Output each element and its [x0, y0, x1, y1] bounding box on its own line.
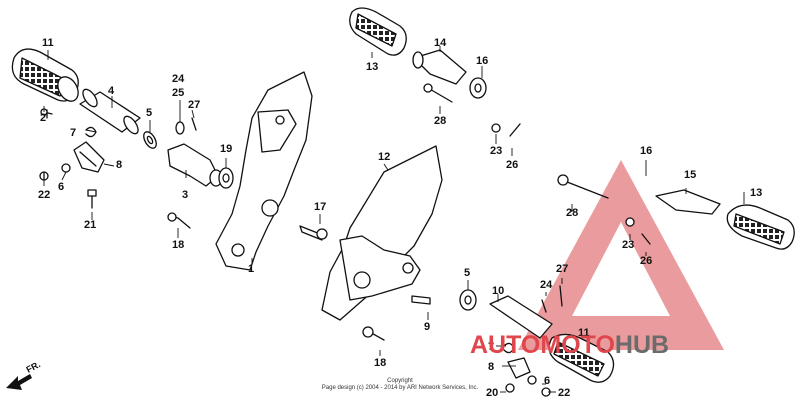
callout-8: 8 — [116, 159, 123, 171]
footpeg-rubber-bottom — [548, 333, 615, 383]
callout-3: 3 — [182, 189, 189, 201]
callout-28-right: 28 — [566, 207, 579, 219]
callout-22-bottom: 22 — [558, 387, 571, 399]
watermark-triangle — [518, 160, 724, 350]
callout-9: 9 — [424, 321, 431, 333]
callout-12: 12 — [378, 151, 391, 163]
callout-23-right: 23 — [622, 239, 635, 251]
callout-23: 23 — [490, 145, 503, 157]
callout-26-right: 26 — [640, 255, 653, 267]
callout-17: 17 — [314, 201, 327, 213]
footer-credit: Page design (c) 2004 - 2014 by ARI Netwo… — [321, 385, 479, 391]
front-direction-arrow — [6, 374, 32, 390]
callout-14: 14 — [434, 37, 447, 49]
callout-4: 4 — [108, 85, 115, 97]
callout-7-bottom: 7 — [488, 341, 495, 353]
callout-6: 6 — [58, 181, 65, 193]
callout-13-right: 13 — [750, 187, 763, 199]
callout-27: 27 — [188, 99, 201, 111]
footpeg-bracket-left — [215, 71, 313, 271]
callout-13: 13 — [366, 61, 379, 73]
watermark-logo-text: AUTOMOTOHUB — [470, 332, 669, 358]
watermark-hub: HUB — [614, 331, 670, 359]
callout-15: 15 — [684, 169, 697, 181]
callout-22: 22 — [38, 189, 51, 201]
callout-19: 19 — [220, 143, 233, 155]
footer-copyright: Copyright — [387, 378, 413, 384]
callout-18-mid: 18 — [374, 357, 387, 369]
callout-7: 7 — [70, 127, 77, 139]
callout-26: 26 — [506, 159, 519, 171]
footpeg-arm-bottom — [489, 295, 553, 339]
callout-1: 1 — [248, 263, 255, 275]
callout-24-bottom: 24 — [540, 279, 553, 291]
watermark-moto: MOTO — [540, 331, 615, 359]
callout-2: 2 — [40, 112, 47, 124]
callout-16-right: 16 — [640, 145, 653, 157]
callout-18: 18 — [172, 239, 185, 251]
callout-16: 16 — [476, 55, 489, 67]
callout-6-bottom: 6 — [544, 375, 551, 387]
watermark-auto: AUTO — [470, 331, 541, 359]
heel-guard-plate — [321, 145, 443, 321]
footpeg-rubber-top — [349, 7, 407, 56]
footpeg-arm-left — [79, 88, 141, 135]
callout-27-bottom: 27 — [556, 263, 569, 275]
callout-21: 21 — [84, 219, 97, 231]
callout-11-bottom: 11 — [578, 327, 590, 339]
callout-24: 24 — [172, 73, 185, 85]
callout-20: 20 — [486, 387, 499, 399]
footpeg-arm-top — [412, 49, 467, 85]
callout-28: 28 — [434, 115, 447, 127]
footpeg-rubber-right — [726, 204, 795, 250]
callout-5-bottom: 5 — [464, 267, 471, 279]
footpeg-rubber-left — [11, 48, 79, 102]
pivot-block — [167, 143, 223, 187]
callout-11: 11 — [42, 37, 54, 49]
callout-8-bottom: 8 — [488, 361, 495, 373]
callout-10: 10 — [492, 285, 505, 297]
callout-5: 5 — [146, 107, 153, 119]
footpeg-arm-right — [655, 189, 721, 215]
callout-25: 25 — [172, 87, 185, 99]
